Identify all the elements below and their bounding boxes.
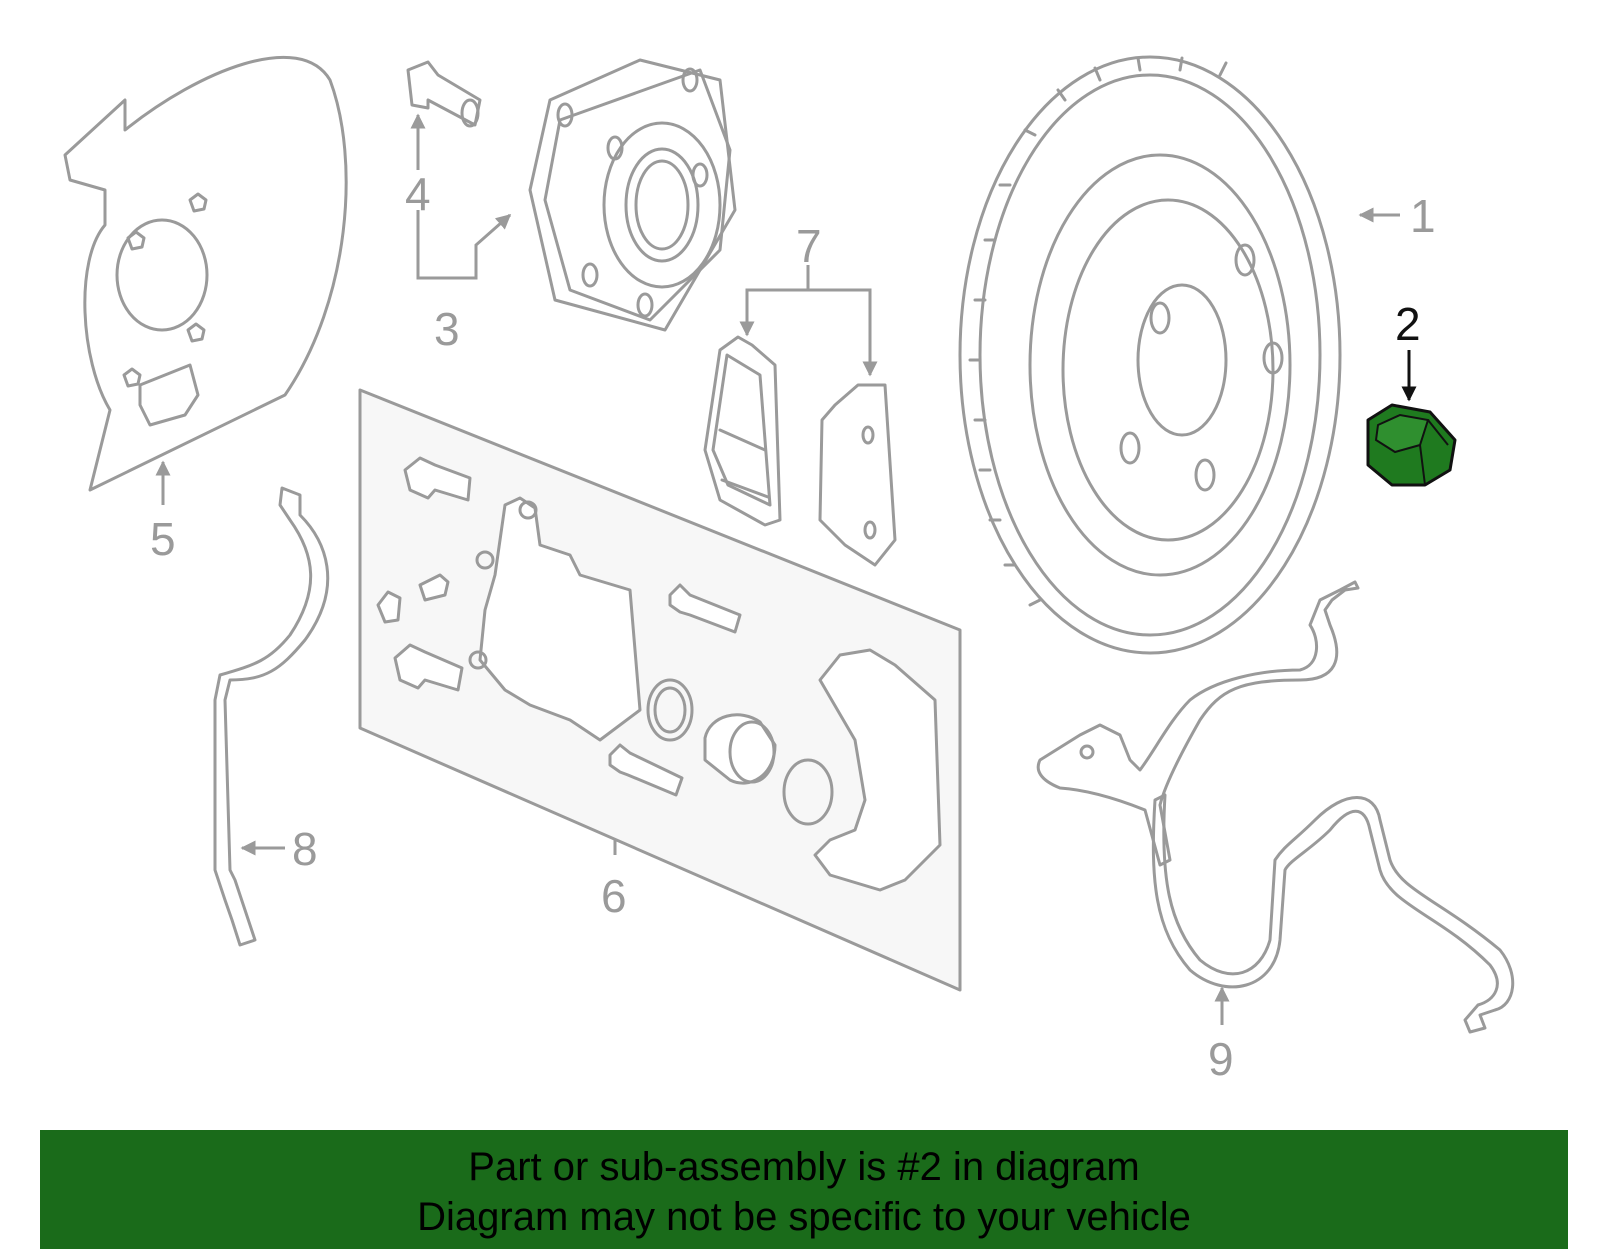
callout-4: 4 bbox=[405, 168, 431, 220]
brake-pads-part bbox=[703, 335, 897, 567]
callout-1: 1 bbox=[1410, 190, 1436, 242]
callout-8: 8 bbox=[292, 823, 318, 875]
callout-6: 6 bbox=[601, 870, 627, 922]
callout-5: 5 bbox=[150, 513, 176, 565]
part-info-banner: Part or sub-assembly is #2 in diagram Di… bbox=[40, 1130, 1568, 1249]
brake-hose-part bbox=[213, 486, 330, 947]
caliper-kit-part bbox=[358, 388, 962, 992]
brake-rotor-part bbox=[958, 55, 1342, 655]
banner-line-1: Part or sub-assembly is #2 in diagram bbox=[468, 1145, 1140, 1189]
abs-sensor-part bbox=[1036, 580, 1515, 1034]
callout-3: 3 bbox=[434, 303, 460, 355]
wheel-nut-part bbox=[1366, 403, 1457, 487]
dust-shield-part bbox=[63, 55, 348, 492]
hub-bolt-part bbox=[406, 60, 482, 128]
callout-2-highlighted: 2 bbox=[1395, 298, 1421, 350]
banner-line-2: Diagram may not be specific to your vehi… bbox=[417, 1195, 1191, 1239]
callout-7: 7 bbox=[796, 220, 822, 272]
hub-bearing-part bbox=[528, 58, 737, 332]
callout-9: 9 bbox=[1208, 1033, 1234, 1085]
